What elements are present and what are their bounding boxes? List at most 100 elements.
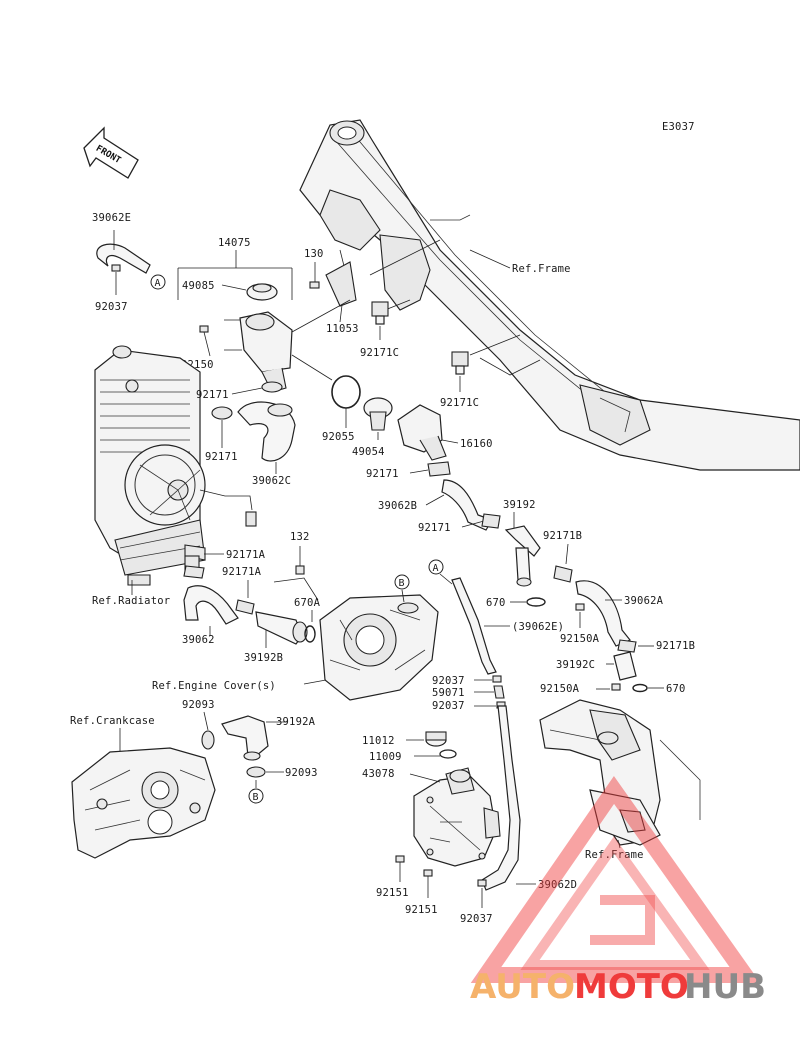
label-92055: 92055	[322, 431, 355, 443]
clamp-92037-mid1	[492, 675, 502, 683]
bolt-92150a-2	[611, 683, 621, 691]
watermark-auto: AUTO	[470, 967, 575, 1007]
label-92150a-2: 92150A	[540, 683, 580, 695]
ref-engine-cover: Ref.Engine Cover(s)	[152, 680, 276, 692]
fitting-59071	[493, 685, 505, 699]
callout-a-mid-letter: A	[433, 563, 439, 574]
watermark-text: AUTO MOTO HUB	[470, 967, 766, 1007]
label-92171-b: 92171	[205, 451, 238, 463]
clamp-92171a-2	[235, 599, 255, 615]
gasket-11009	[439, 749, 457, 759]
label-130: 130	[304, 248, 324, 260]
label-132: 132	[290, 531, 310, 543]
label-92037-mid2: 92037	[432, 700, 465, 712]
clamp-92171-a	[261, 381, 283, 393]
seal-92093-2	[246, 766, 266, 778]
label-39192c: 39192C	[556, 659, 595, 671]
clamp-92171b-2	[617, 639, 637, 653]
label-39062: 39062	[182, 634, 215, 646]
crankcase	[71, 747, 216, 859]
label-670a: 670A	[294, 597, 321, 609]
frame-drawing	[299, 119, 800, 471]
bolt-92151-1	[395, 855, 405, 863]
thermostat-49054	[363, 397, 393, 431]
o-ring-670-2	[632, 683, 648, 693]
label-11009: 11009	[369, 751, 402, 763]
label-39192b: 39192B	[244, 652, 283, 664]
o-ring-92055	[331, 375, 361, 409]
label-92037-bottom: 92037	[460, 913, 493, 925]
hose-39062d	[481, 705, 521, 891]
hose-39062b	[441, 479, 493, 531]
callout-a-mid	[428, 559, 444, 575]
frame-lower	[539, 699, 701, 846]
engine-cover	[319, 594, 439, 701]
label-49085: 49085	[182, 280, 215, 292]
label-39062e: 39062E	[92, 212, 131, 224]
label-39192a: 39192A	[276, 716, 316, 728]
label-39192: 39192	[503, 499, 536, 511]
bolt-92150	[199, 325, 209, 333]
label-49054: 49054	[352, 446, 385, 458]
callout-b-bottom	[248, 788, 264, 804]
label-39062d: 39062D	[538, 879, 577, 891]
label-92150a-1: 92150A	[560, 633, 600, 645]
callout-b-top	[394, 574, 410, 590]
label-59071: 59071	[432, 687, 465, 699]
label-92171c-1: 92171C	[360, 347, 399, 359]
label-39062a: 39062A	[624, 595, 664, 607]
watermark-hub: HUB	[684, 967, 766, 1007]
hose-39062e-long	[451, 577, 497, 675]
bracket-11053	[325, 261, 357, 307]
label-39062b: 39062B	[378, 500, 417, 512]
label-11053: 11053	[326, 323, 359, 335]
clamp-92171b-1	[553, 565, 573, 583]
diagram-code: E3037	[662, 121, 695, 133]
hose-39062	[183, 585, 239, 625]
seal-92093-1	[201, 730, 215, 750]
label-92151-1: 92151	[376, 887, 409, 899]
label-43078: 43078	[362, 768, 395, 780]
clamp-92171-c	[427, 461, 451, 477]
label-39062c: 39062C	[252, 475, 291, 487]
label-14075: 14075	[218, 237, 251, 249]
label-92171c-2: 92171C	[440, 397, 479, 409]
pipe-39192	[504, 525, 541, 587]
radiator	[94, 345, 257, 586]
label-92037-mid1: 92037	[432, 675, 465, 687]
label-92171-a: 92171	[196, 389, 229, 401]
bolt-92151-2	[423, 869, 433, 877]
clamp-92171-d	[481, 513, 501, 529]
hose-39062a	[575, 580, 631, 647]
radiator-cap-49085	[246, 283, 278, 301]
bolt-130	[309, 281, 320, 289]
label-92093-2: 92093	[285, 767, 318, 779]
callout-b-top-letter: B	[399, 578, 405, 589]
label-670-1: 670	[486, 597, 506, 609]
o-ring-670a	[304, 625, 316, 643]
fitting-92171c-2	[451, 351, 469, 375]
label-92171b-1: 92171B	[543, 530, 582, 542]
thermostat-cover-16160	[397, 404, 447, 461]
pipe-39192a	[221, 715, 269, 761]
label-39062e-paren: (39062E)	[512, 621, 564, 633]
callout-a-top-letter: A	[155, 278, 161, 289]
callout-a-top	[150, 274, 166, 290]
clamp-92037-bottom	[477, 879, 487, 887]
watermark-logo	[470, 776, 761, 983]
label-92037-top: 92037	[95, 301, 128, 313]
label-92151-2: 92151	[405, 904, 438, 916]
ref-crankcase: Ref.Crankcase	[70, 715, 155, 727]
bolt-132	[295, 565, 305, 575]
hose-39062c	[237, 401, 296, 462]
hose-39062e	[96, 243, 151, 274]
callout-b-bottom-letter: B	[253, 792, 259, 803]
label-92171a-2: 92171A	[222, 566, 262, 578]
label-92171-d: 92171	[418, 522, 451, 534]
thermostat-housing	[239, 311, 293, 393]
ref-radiator: Ref.Radiator	[92, 595, 170, 607]
label-16160: 16160	[460, 438, 493, 450]
label-92093-1: 92093	[182, 699, 215, 711]
